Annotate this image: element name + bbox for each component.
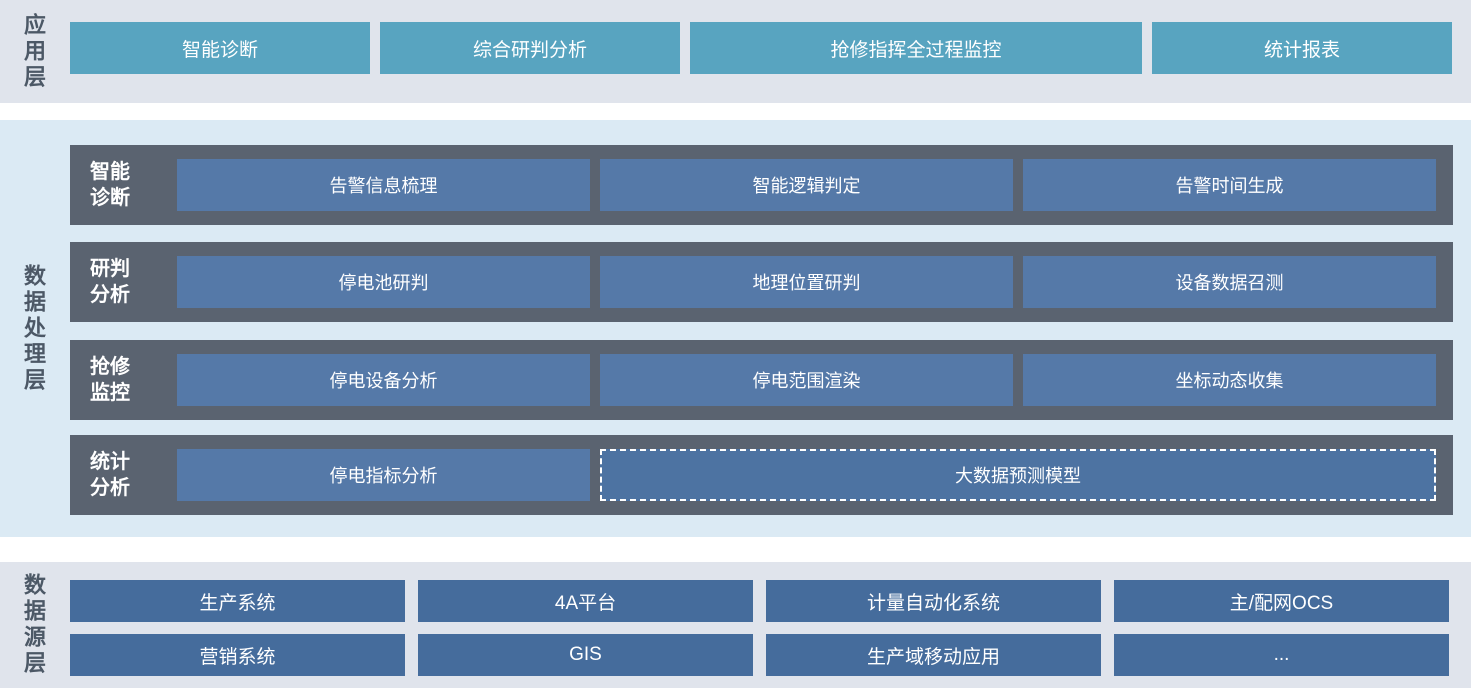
data-source-layer-band: 数据源层 生产系统 4A平台 计量自动化系统 主/配网OCS 营销系统 GIS … (0, 562, 1471, 688)
proc-box-alarm-time-generation: 告警时间生成 (1023, 159, 1436, 211)
application-layer-label: 应用层 (21, 12, 46, 91)
app-box-comprehensive-analysis: 综合研判分析 (380, 22, 680, 74)
src-box-metering-automation-system: 计量自动化系统 (766, 580, 1101, 622)
proc-box-geographic-location-analysis: 地理位置研判 (600, 256, 1013, 308)
source-row-2: 营销系统 GIS 生产域移动应用 ... (70, 634, 1449, 676)
proc-box-intelligent-logic-judgment: 智能逻辑判定 (600, 159, 1013, 211)
processing-row-label: 抢修 监控 (90, 356, 130, 404)
src-box-more: ... (1114, 634, 1449, 676)
data-processing-layer-label: 数据处理层 (21, 263, 46, 394)
proc-box-outage-battery-analysis: 停电池研判 (177, 256, 590, 308)
processing-row-label: 统计 分析 (90, 451, 130, 499)
app-box-statistical-reports: 统计报表 (1152, 22, 1452, 74)
app-box-repair-command-monitoring: 抢修指挥全过程监控 (690, 22, 1142, 74)
data-source-layer-label: 数据源层 (21, 573, 46, 677)
application-layer-band: 应用层 智能诊断 综合研判分析 抢修指挥全过程监控 统计报表 (0, 0, 1471, 103)
app-box-intelligent-diagnosis: 智能诊断 (70, 22, 370, 74)
src-box-4a-platform: 4A平台 (418, 580, 753, 622)
processing-row-label: 研判 分析 (90, 258, 130, 306)
src-box-main-distribution-ocs: 主/配网OCS (1114, 580, 1449, 622)
application-layer-boxes: 智能诊断 综合研判分析 抢修指挥全过程监控 统计报表 (70, 22, 1452, 74)
proc-box-alarm-info-sorting: 告警信息梳理 (177, 159, 590, 211)
proc-box-big-data-prediction-model: 大数据预测模型 (600, 449, 1436, 501)
source-row-1: 生产系统 4A平台 计量自动化系统 主/配网OCS (70, 580, 1449, 622)
proc-box-coordinate-dynamic-collection: 坐标动态收集 (1023, 354, 1436, 406)
processing-row-statistical-analysis: 统计 分析 停电指标分析 大数据预测模型 (70, 435, 1453, 515)
src-box-production-system: 生产系统 (70, 580, 405, 622)
src-box-production-mobile-app: 生产域移动应用 (766, 634, 1101, 676)
proc-box-device-data-call-test: 设备数据召测 (1023, 256, 1436, 308)
processing-row-label: 智能 诊断 (90, 161, 130, 209)
processing-row-repair-monitoring: 抢修 监控 停电设备分析 停电范围渲染 坐标动态收集 (70, 340, 1453, 420)
proc-box-outage-device-analysis: 停电设备分析 (177, 354, 590, 406)
processing-row-research-analysis: 研判 分析 停电池研判 地理位置研判 设备数据召测 (70, 242, 1453, 322)
src-box-gis: GIS (418, 634, 753, 676)
proc-box-outage-range-rendering: 停电范围渲染 (600, 354, 1013, 406)
processing-row-intelligent-diagnosis: 智能 诊断 告警信息梳理 智能逻辑判定 告警时间生成 (70, 145, 1453, 225)
proc-box-outage-indicator-analysis: 停电指标分析 (177, 449, 590, 501)
src-box-marketing-system: 营销系统 (70, 634, 405, 676)
data-processing-layer-band: 数据处理层 智能 诊断 告警信息梳理 智能逻辑判定 告警时间生成 研判 分析 停… (0, 120, 1471, 537)
